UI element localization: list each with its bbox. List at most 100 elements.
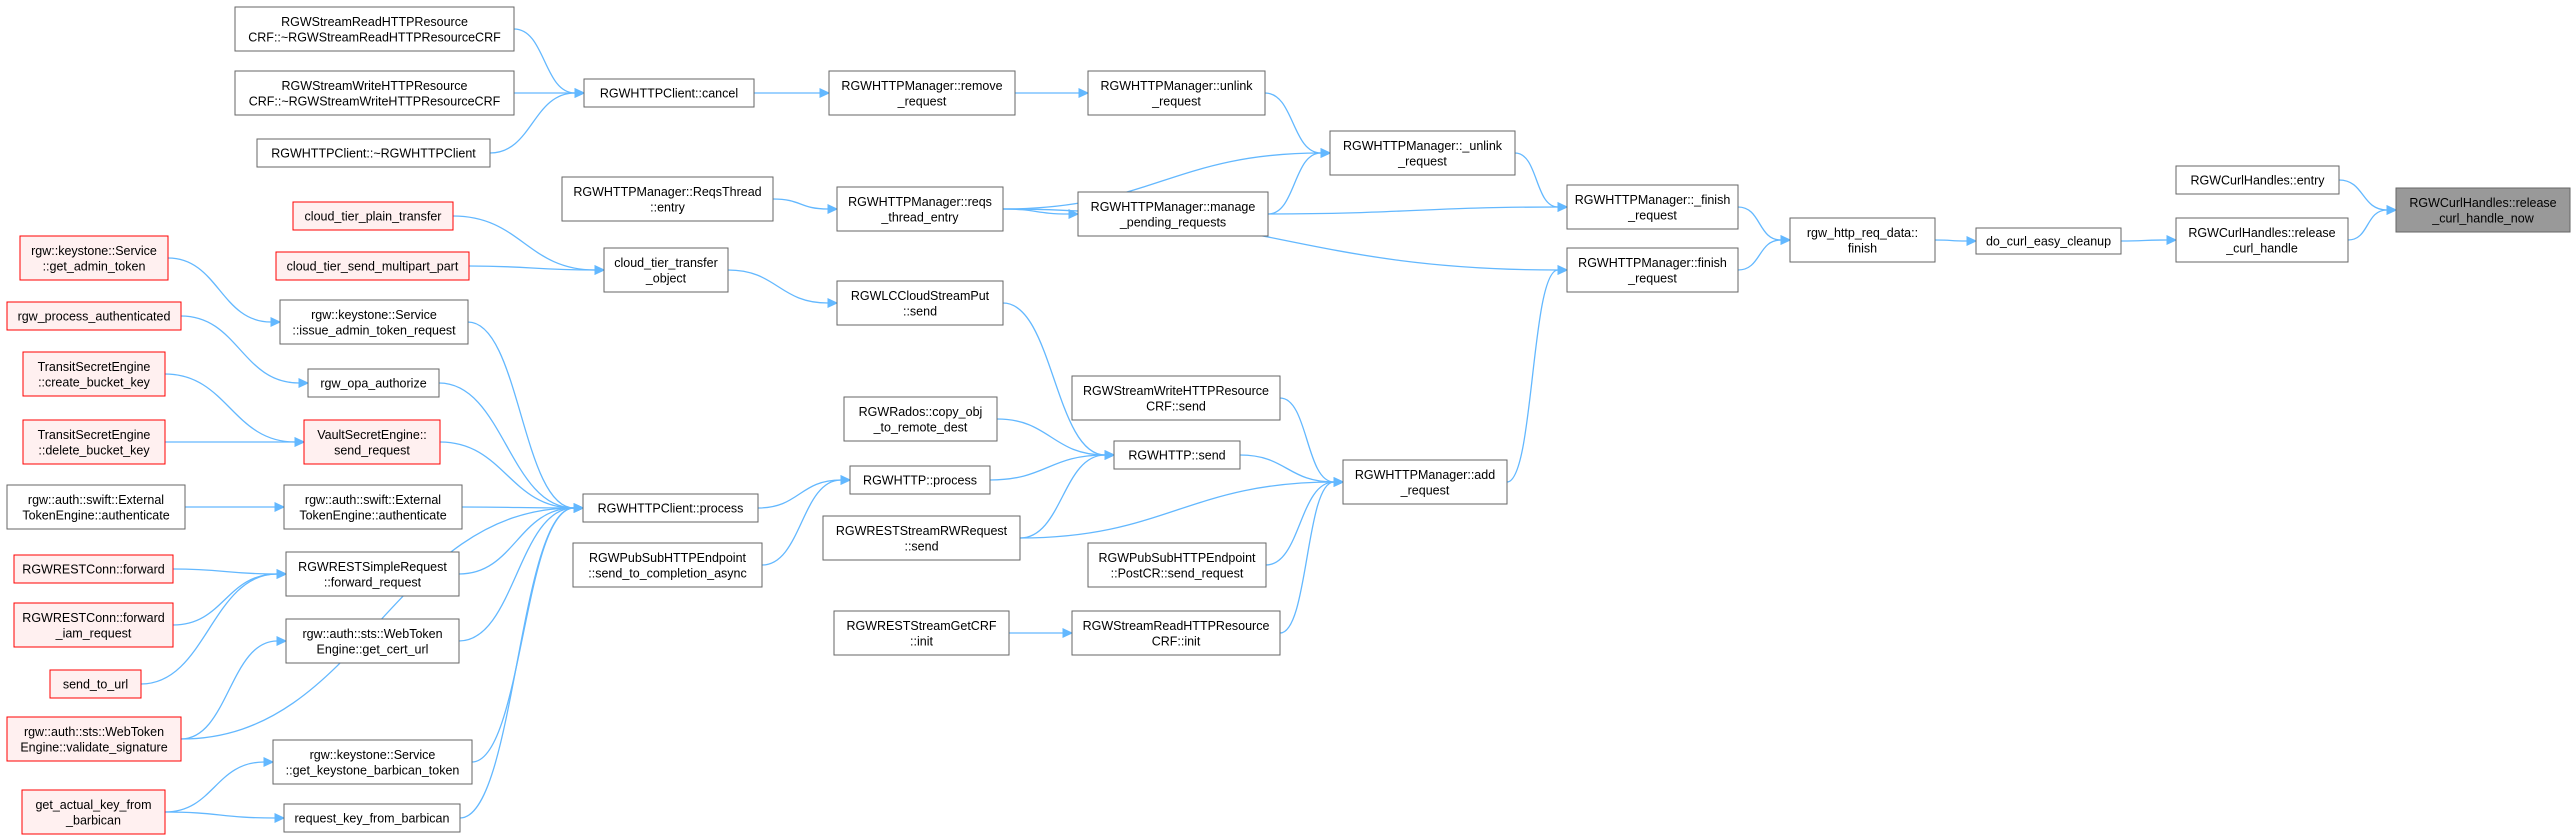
- node-label-line: rgw::keystone::Service: [311, 308, 437, 322]
- function-node-transit-delete[interactable]: TransitSecretEngine::delete_bucket_key: [22, 419, 166, 465]
- function-node-cloud-multi[interactable]: cloud_tier_send_multipart_part: [275, 251, 470, 281]
- function-node-get-actual[interactable]: get_actual_key_from_barbican: [21, 789, 166, 835]
- call-edge: [1264, 92, 1332, 158]
- node-box: [2175, 217, 2349, 263]
- function-node-swcrf-send[interactable]: RGWStreamWriteHTTPResourceCRF::send: [1071, 375, 1281, 421]
- node-label-line: RGWHTTPManager::finish: [1578, 256, 1727, 270]
- node-box: [285, 618, 460, 664]
- node-box: [13, 554, 174, 584]
- node-label-line: _curl_handle: [2225, 241, 2298, 255]
- node-box: [561, 176, 774, 222]
- function-node-sts-cert[interactable]: rgw::auth::sts::WebTokenEngine::get_cert…: [285, 618, 460, 664]
- node-box: [822, 515, 1021, 561]
- node-label-line: CRF::send: [1146, 399, 1206, 413]
- call-edge: [1267, 202, 1569, 215]
- call-edge: [468, 265, 606, 275]
- call-edge: [1506, 265, 1569, 483]
- function-node-req-key[interactable]: request_key_from_barbican: [283, 803, 461, 833]
- node-box: [836, 280, 1004, 326]
- function-node-simple-fwd[interactable]: RGWRESTSimpleRequest::forward_request: [285, 551, 460, 597]
- node-label-line: ::send: [903, 304, 937, 318]
- node-label-line: ::get_admin_token: [43, 259, 146, 273]
- function-node-swift-auth1[interactable]: rgw::auth::swift::ExternalTokenEngine::a…: [6, 484, 186, 530]
- function-node-lc-send[interactable]: RGWLCCloudStreamPut::send: [836, 280, 1004, 326]
- function-node-swcrf-dtor[interactable]: RGWStreamWriteHTTPResourceCRF::~RGWStrea…: [234, 70, 515, 116]
- function-node-ks-issue[interactable]: rgw::keystone::Service::issue_admin_toke…: [279, 299, 469, 345]
- function-node-mgr-ufinish[interactable]: RGWHTTPManager::_finish_request: [1566, 184, 1739, 230]
- function-node-mgr-remove[interactable]: RGWHTTPManager::remove_request: [828, 70, 1016, 116]
- function-node-conn-fwd[interactable]: RGWRESTConn::forward: [13, 554, 174, 584]
- node-label-line: RGWHTTPManager::add: [1355, 468, 1495, 482]
- function-node-client-dtor[interactable]: RGWHTTPClient::~RGWHTTPClient: [256, 138, 491, 168]
- node-box: [1077, 191, 1269, 237]
- function-node-pubsub-postcr[interactable]: RGWPubSubHTTPEndpoint::PostCR::send_requ…: [1087, 542, 1267, 588]
- function-node-reqsthread[interactable]: RGWHTTPManager::ReqsThread::entry: [561, 176, 774, 222]
- function-node-mgr-add[interactable]: RGWHTTPManager::add_request: [1342, 459, 1508, 505]
- node-label-line: _to_remote_dest: [873, 420, 968, 434]
- function-node-http-process[interactable]: RGWHTTP::process: [849, 465, 991, 495]
- function-node-vault-send[interactable]: VaultSecretEngine::send_request: [303, 419, 441, 465]
- call-edge: [165, 437, 306, 447]
- function-node-mgr-uunlink[interactable]: RGWHTTPManager::_unlink_request: [1329, 130, 1516, 176]
- function-node-ks-barbican[interactable]: rgw::keystone::Service::get_keystone_bar…: [272, 739, 473, 785]
- node-label-line: CRF::init: [1152, 634, 1201, 648]
- node-box: [2395, 187, 2571, 233]
- call-edge: [1737, 235, 1792, 271]
- function-node-ks-admin[interactable]: rgw::keystone::Service::get_admin_token: [19, 235, 169, 281]
- function-node-conn-iam[interactable]: RGWRESTConn::forward_iam_request: [13, 602, 174, 648]
- node-box: [6, 716, 182, 762]
- call-edge: [772, 198, 839, 214]
- function-node-client-cancel[interactable]: RGWHTTPClient::cancel: [583, 78, 755, 108]
- node-box: [833, 610, 1010, 656]
- function-node-cleanup[interactable]: do_curl_easy_cleanup: [1975, 227, 2122, 255]
- node-label-line: _request: [1397, 154, 1447, 168]
- function-node-mgr-reqs[interactable]: RGWHTTPManager::reqs_thread_entry: [836, 186, 1004, 232]
- function-node-http-send[interactable]: RGWHTTP::send: [1113, 440, 1241, 470]
- function-node-rwreq-send[interactable]: RGWRESTStreamRWRequest::send: [822, 515, 1021, 561]
- function-node-copy-obj[interactable]: RGWRados::copy_obj_to_remote_dest: [843, 396, 998, 442]
- node-box: [234, 6, 515, 52]
- function-node-client-process[interactable]: RGWHTTPClient::process: [582, 493, 759, 523]
- node-label-line: ::create_bucket_key: [38, 375, 151, 389]
- function-node-mgr-manage[interactable]: RGWHTTPManager::manage_pending_requests: [1077, 191, 1269, 237]
- node-label-line: RGWPubSubHTTPEndpoint: [589, 551, 747, 565]
- call-edge: [1019, 450, 1116, 539]
- function-node-srcrf-dtor[interactable]: RGWStreamReadHTTPResourceCRF::~RGWStream…: [234, 6, 515, 52]
- function-node-mgr-unlink[interactable]: RGWHTTPManager::unlink_request: [1087, 70, 1266, 116]
- node-label-line: CRF::~RGWStreamReadHTTPResourceCRF: [248, 30, 501, 44]
- function-node-transit-create[interactable]: TransitSecretEngine::create_bucket_key: [22, 351, 166, 397]
- function-node-finish[interactable]: rgw_http_req_data::finish: [1789, 217, 1936, 263]
- root-node-root[interactable]: RGWCurlHandles::release_curl_handle_now: [2395, 187, 2571, 233]
- node-label-line: RGWRESTSimpleRequest: [298, 560, 447, 574]
- call-edge: [184, 502, 286, 512]
- node-label-line: RGWStreamReadHTTPResource: [281, 15, 468, 29]
- node-box: [828, 70, 1016, 116]
- function-node-swift-auth2[interactable]: rgw::auth::swift::ExternalTokenEngine::a…: [283, 484, 463, 530]
- node-label-line: send_to_url: [63, 678, 128, 692]
- node-label-line: cloud_tier_send_multipart_part: [287, 260, 459, 274]
- call-edge: [1934, 236, 1978, 246]
- function-node-release[interactable]: RGWCurlHandles::release_curl_handle: [2175, 217, 2349, 263]
- node-box: [1113, 440, 1241, 470]
- function-node-sts-validate[interactable]: rgw::auth::sts::WebTokenEngine::validate…: [6, 716, 182, 762]
- node-label-line: ::entry: [650, 200, 685, 214]
- node-label-line: _request: [897, 94, 947, 108]
- node-label-line: rgw::auth::swift::External: [28, 493, 164, 507]
- node-label-line: RGWHTTPManager::reqs: [848, 195, 992, 209]
- function-node-cloud-plain[interactable]: cloud_tier_plain_transfer: [292, 201, 454, 231]
- node-label-line: RGWHTTPManager::ReqsThread: [573, 185, 761, 199]
- function-node-getcrf-init[interactable]: RGWRESTStreamGetCRF::init: [833, 610, 1010, 656]
- function-node-pubsub-send[interactable]: RGWPubSubHTTPEndpoint::send_to_completio…: [572, 542, 763, 588]
- function-node-opa[interactable]: rgw_opa_authorize: [307, 368, 440, 398]
- call-edge: [167, 257, 282, 327]
- function-node-send-url[interactable]: send_to_url: [49, 669, 142, 699]
- node-box: [836, 186, 1004, 232]
- function-node-entry[interactable]: RGWCurlHandles::entry: [2175, 165, 2340, 195]
- function-node-proc-auth[interactable]: rgw_process_authenticated: [6, 301, 182, 331]
- function-node-mgr-finish[interactable]: RGWHTTPManager::finish_request: [1566, 247, 1739, 293]
- function-node-cloud-transfer[interactable]: cloud_tier_transfer_object: [603, 247, 729, 293]
- node-label-line: rgw::auth::sts::WebToken: [302, 627, 442, 641]
- node-label-line: RGWPubSubHTTPEndpoint: [1098, 551, 1256, 565]
- node-label-line: RGWLCCloudStreamPut: [851, 289, 990, 303]
- function-node-srcrf-init[interactable]: RGWStreamReadHTTPResourceCRF::init: [1071, 610, 1281, 656]
